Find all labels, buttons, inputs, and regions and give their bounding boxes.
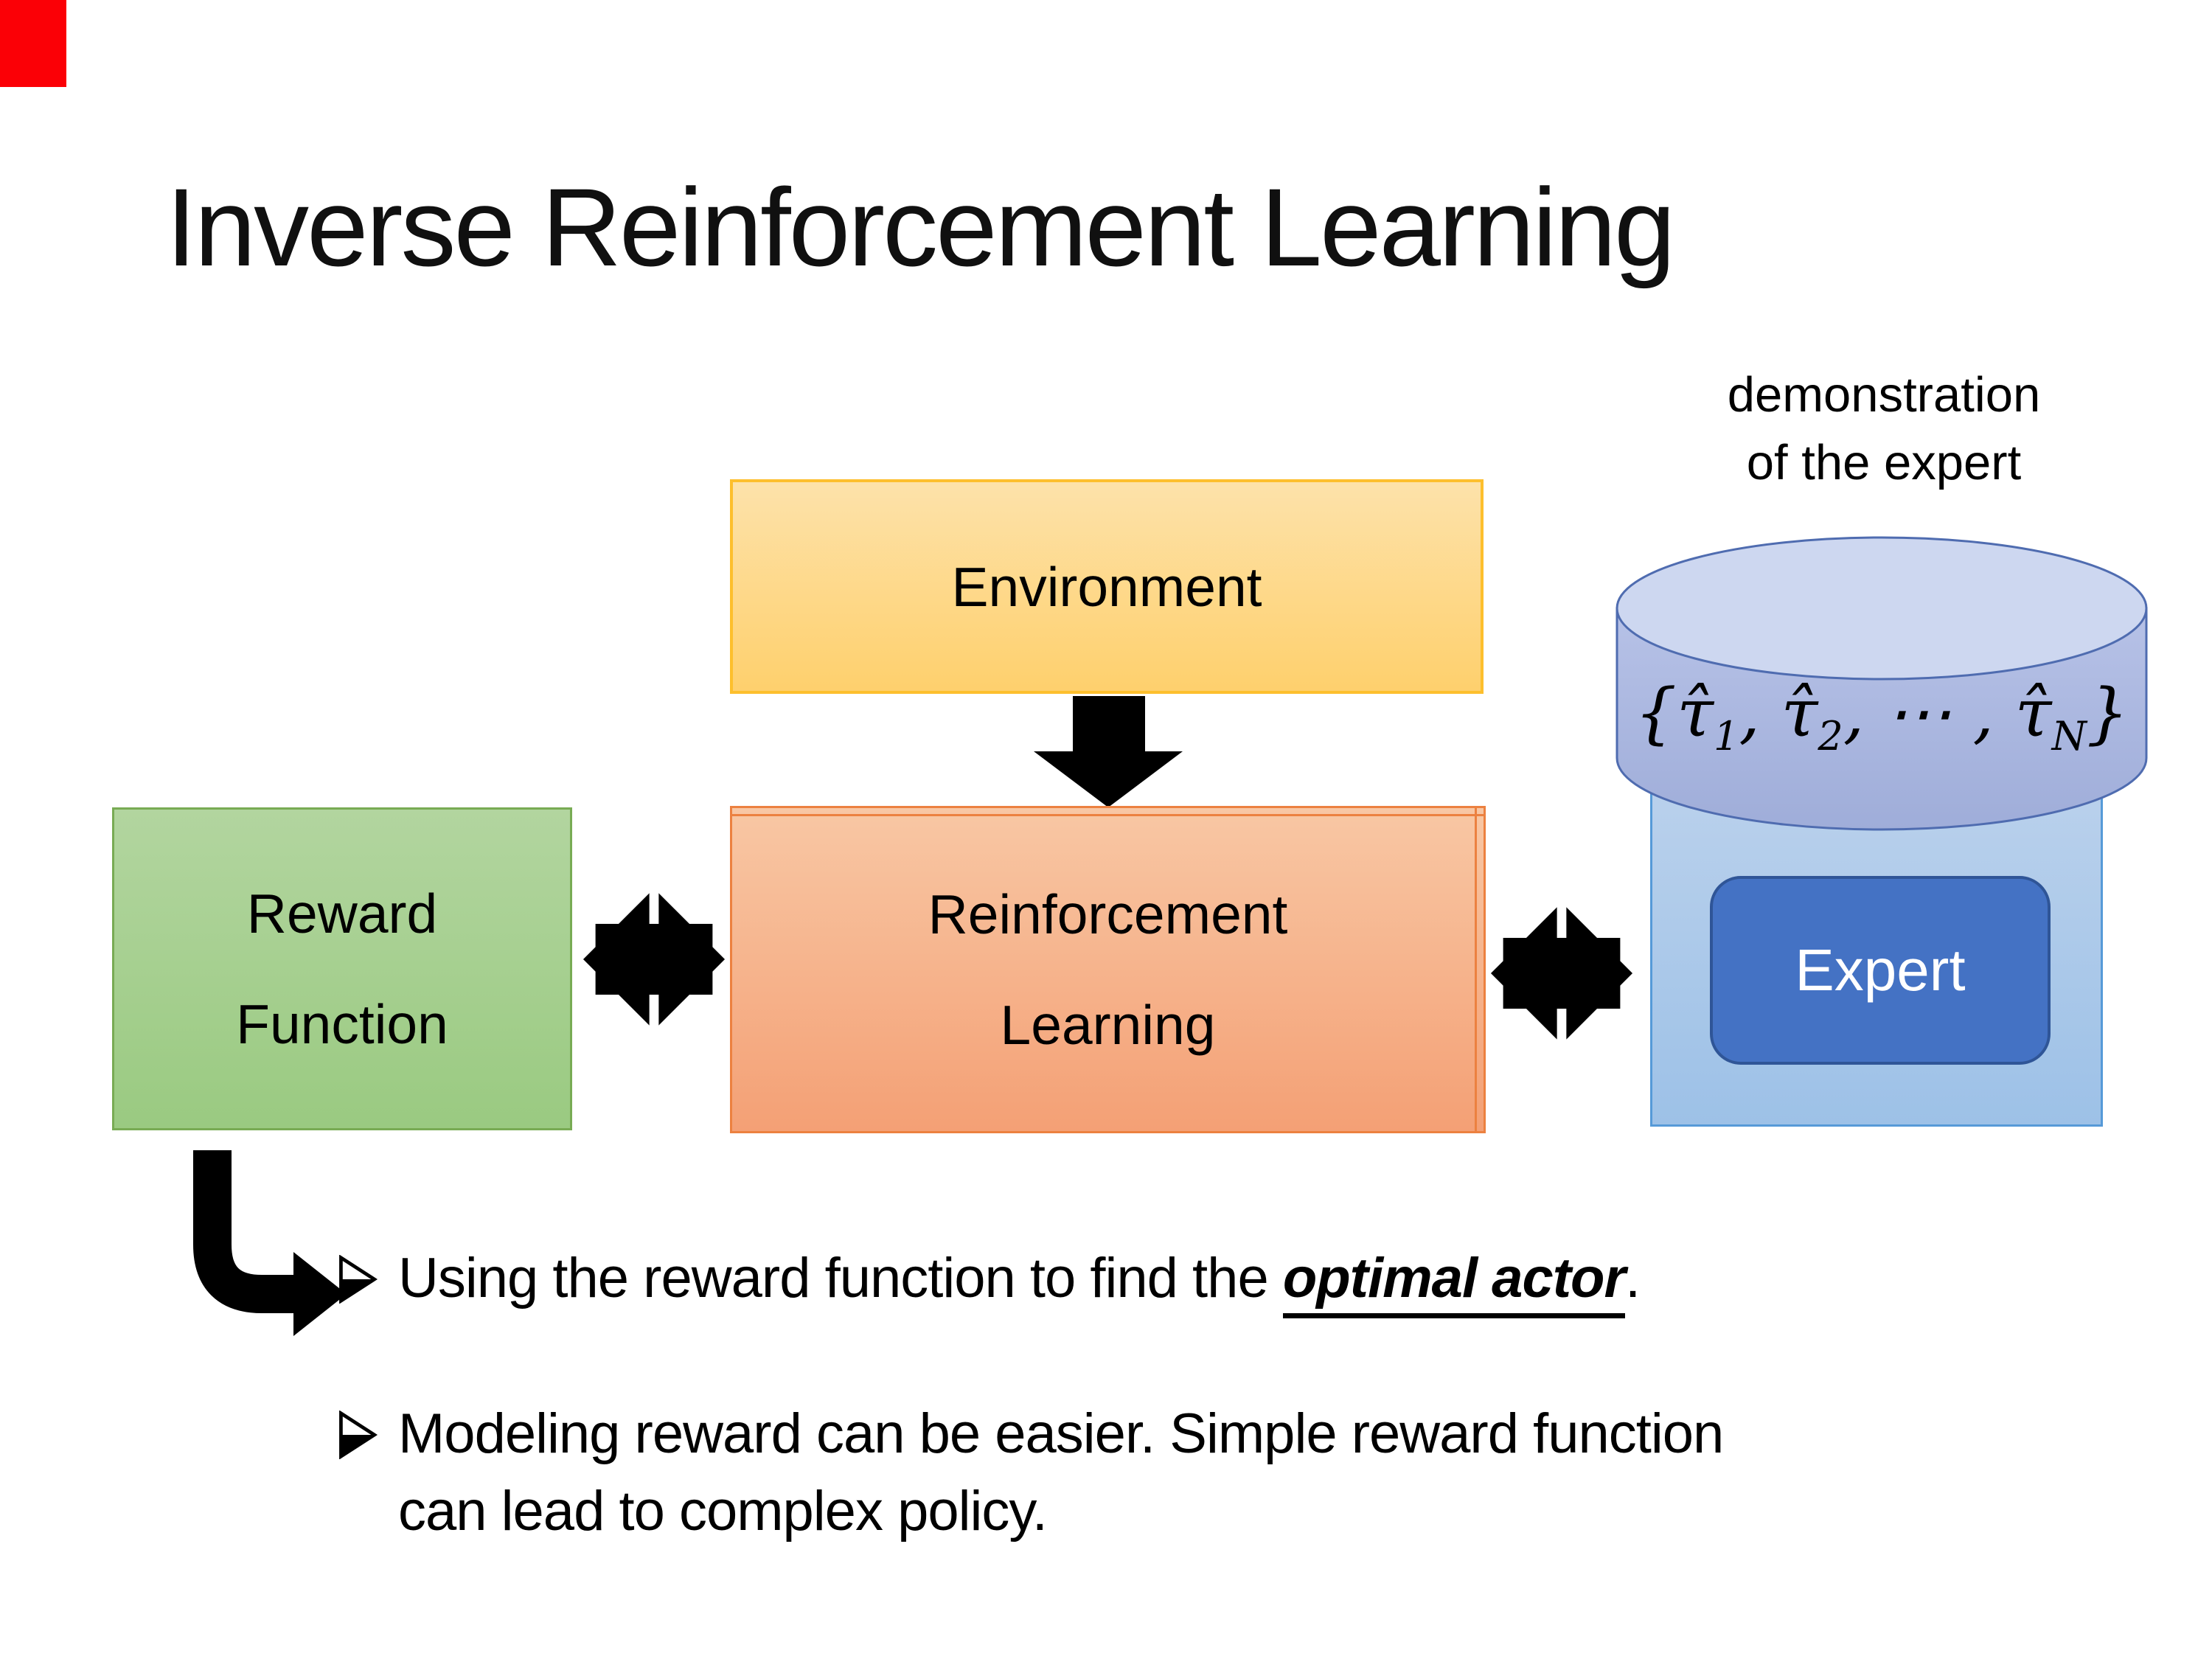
page-title: Inverse Reinforcement Learning [166,165,1675,289]
elbow-arrow-icon [193,1150,347,1336]
environment-box: Environment [730,479,1484,694]
bullet-arrow-icon [339,1255,378,1304]
environment-label: Environment [951,555,1262,618]
bullet-1-post: . [1625,1247,1641,1310]
reward-function-box: Reward Function [112,807,572,1130]
bullet-2-text: Modeling reward can be easier. Simple re… [398,1402,1724,1543]
expert-label: Expert [1795,937,1966,1003]
demonstration-caption: demonstration of the expert [1648,361,2120,498]
formula-sub2: 2 [1818,713,1843,759]
reward-function-label-line1: Reward [246,883,438,945]
rl-box-inner-right-line [1475,808,1477,1131]
reinforcement-learning-label-line1: Reinforcement [928,883,1288,945]
database-cylinder-icon [1615,536,2148,831]
bullet-1-emphasis: optimal actor [1282,1247,1626,1318]
bullet-1-pre: Using the reward function to find the [398,1247,1283,1310]
formula-tau3: τ̂ [2014,675,2052,752]
rl-box-inner-top-line [732,814,1484,816]
formula-close: } [2086,675,2129,752]
bullet-arrow-icon [339,1411,378,1459]
red-corner-marker [0,0,66,87]
formula-sep1: , [1739,675,1781,752]
reward-function-label-line2: Function [236,993,448,1055]
reinforcement-learning-label-line2: Learning [1000,994,1216,1056]
formula-open: { [1634,675,1677,752]
down-arrow-icon [1034,696,1183,807]
demonstration-caption-line1: demonstration [1727,367,2041,422]
exchange-arrow-right-icon [1490,901,1633,1046]
bullet-item-2: Modeling reward can be easier. Simple re… [338,1396,1725,1551]
expert-box: Expert [1710,876,2051,1065]
formula-sub3: N [2051,713,2087,759]
trajectory-set-formula: {τ̂1, τ̂2, ⋯ , τ̂N} [1630,675,2134,759]
exchange-arrow-left-icon [582,887,726,1032]
formula-sep2: , ⋯ , [1843,675,2015,752]
reinforcement-learning-box: Reinforcement Learning [730,806,1486,1133]
formula-tau1: τ̂ [1677,675,1714,752]
bullet-item-1: Using the reward function to find the op… [338,1240,1641,1318]
formula-sub1: 1 [1713,713,1739,759]
formula-tau2: τ̂ [1781,675,1818,752]
demonstration-caption-line2: of the expert [1746,435,2022,491]
bullet-1-text: Using the reward function to find the op… [398,1240,1641,1318]
